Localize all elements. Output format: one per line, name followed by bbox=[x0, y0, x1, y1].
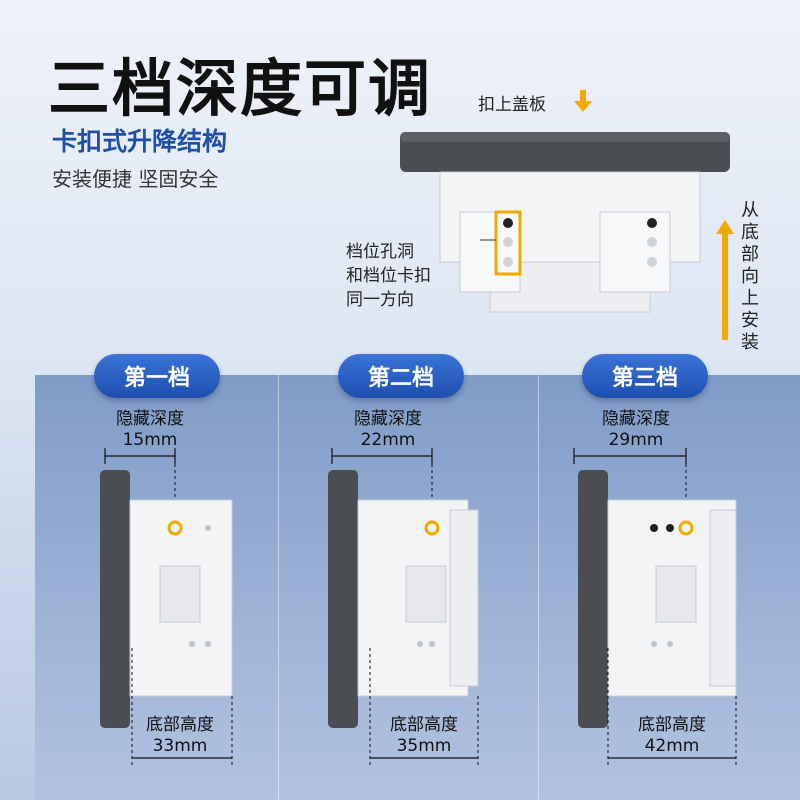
socket-top-view bbox=[400, 132, 730, 313]
hole-note-line: 同一方向 bbox=[346, 290, 414, 310]
subhead: 卡扣式升降结构 bbox=[52, 127, 228, 156]
panel-second: 隐藏深度 22mm 底部高度 35mm bbox=[310, 398, 550, 798]
bottom-height-value: 33mm bbox=[152, 736, 208, 756]
hole-note: 档位孔洞 和档位卡扣 同一方向 bbox=[346, 240, 431, 312]
socket-side-view bbox=[100, 448, 233, 766]
hidden-depth-label: 隐藏深度 bbox=[602, 409, 670, 429]
side-label: 从底部向上安装 bbox=[741, 200, 759, 353]
top-diagram: 扣上盖板 档位孔洞 和档位卡扣 同一方向 从底部向上安装 bbox=[330, 80, 800, 360]
divider bbox=[278, 375, 279, 800]
bottom-height-value: 42mm bbox=[644, 736, 700, 756]
panel-third: 隐藏深度 29mm 底部高度 42mm bbox=[560, 398, 800, 798]
tagline: 安装便捷 坚固安全 bbox=[52, 167, 219, 191]
hidden-depth-value: 29mm bbox=[608, 430, 664, 450]
divider bbox=[538, 375, 539, 800]
bottom-height-label: 底部高度 bbox=[390, 715, 458, 735]
bottom-height-value: 35mm bbox=[396, 736, 452, 756]
hidden-depth-label: 隐藏深度 bbox=[116, 409, 184, 429]
badge-second: 第二档 bbox=[338, 354, 464, 398]
socket-side-view bbox=[573, 448, 737, 766]
panel-first: 隐藏深度 15mm 底部高度 33mm bbox=[80, 398, 320, 798]
bottom-height-label: 底部高度 bbox=[638, 715, 706, 735]
badge-third: 第三档 bbox=[582, 354, 708, 398]
hidden-depth-value: 15mm bbox=[122, 430, 178, 450]
badge-first: 第一档 bbox=[94, 354, 220, 398]
hidden-depth-value: 22mm bbox=[360, 430, 416, 450]
up-arrow-icon bbox=[716, 220, 734, 340]
socket-side-view bbox=[328, 448, 479, 766]
bottom-height-label: 底部高度 bbox=[146, 715, 214, 735]
hole-note-line: 档位孔洞 bbox=[346, 242, 414, 262]
hole-note-line: 和档位卡扣 bbox=[346, 266, 431, 286]
hidden-depth-label: 隐藏深度 bbox=[354, 409, 422, 429]
cover-label: 扣上盖板 bbox=[478, 95, 546, 115]
down-arrow-icon bbox=[574, 90, 592, 112]
headline: 三档深度可调 bbox=[48, 52, 433, 125]
